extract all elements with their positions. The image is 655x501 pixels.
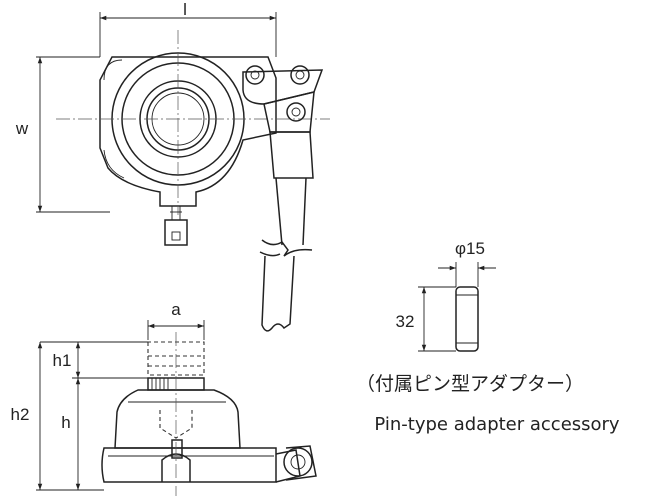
side-view: [36, 320, 317, 496]
dim-w-label: w: [15, 119, 29, 138]
dim-h1-label: h1: [53, 351, 72, 370]
dim-pin-diameter-label: φ15: [455, 239, 485, 258]
pin-adapter: [418, 262, 496, 352]
dim-l-label: l: [183, 0, 187, 19]
top-view: [36, 12, 330, 332]
dim-h2-label: h2: [11, 405, 30, 424]
dim-pin-length-label: 32: [396, 312, 415, 331]
caption-english: Pin-type adapter accessory: [374, 414, 620, 435]
caption-japanese: （付属ピン型アダプター）: [356, 373, 584, 395]
dim-a-label: a: [171, 300, 181, 319]
dim-h-label: h: [61, 413, 70, 432]
